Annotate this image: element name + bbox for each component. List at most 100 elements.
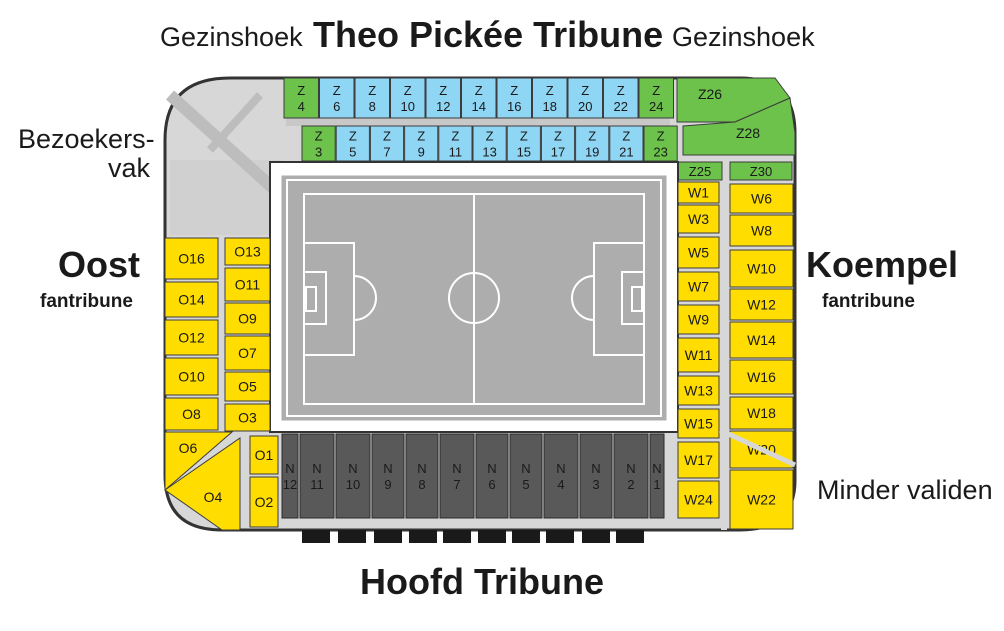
section-o2[interactable]: O2 [249, 476, 279, 528]
section-n8-prefix: N [417, 461, 426, 476]
bezoekersvak-label-line1: Bezoekers- [18, 124, 155, 154]
section-z24-number: 24 [649, 99, 663, 114]
section-z10[interactable]: Z10 [390, 77, 426, 119]
section-z3-block [301, 125, 336, 162]
section-n11[interactable]: N11 [299, 433, 335, 519]
section-w7[interactable]: W7 [677, 271, 720, 302]
section-w15[interactable]: W15 [677, 408, 720, 439]
section-o12[interactable]: O12 [164, 319, 219, 356]
section-o11[interactable]: O11 [224, 267, 271, 302]
section-n5[interactable]: N5 [509, 433, 543, 519]
section-z11[interactable]: Z11 [438, 125, 473, 162]
section-o10-block [164, 357, 219, 396]
section-w14[interactable]: W14 [729, 321, 794, 359]
section-z13[interactable]: Z13 [472, 125, 507, 162]
section-z30[interactable]: Z30 [729, 161, 793, 181]
section-n4[interactable]: N4 [543, 433, 579, 519]
section-w17[interactable]: W17 [677, 441, 720, 479]
section-w18[interactable]: W18 [729, 396, 794, 430]
section-z12[interactable]: Z12 [425, 77, 461, 119]
section-w6[interactable]: W6 [729, 183, 794, 214]
section-o10[interactable]: O10 [164, 357, 219, 396]
section-n5-prefix: N [521, 461, 530, 476]
section-o4-label: O4 [204, 489, 223, 505]
section-w13[interactable]: W13 [677, 375, 720, 406]
section-z17[interactable]: Z17 [540, 125, 576, 162]
section-w22[interactable]: W22 [729, 469, 794, 530]
section-o16-block [164, 237, 219, 280]
section-z20[interactable]: Z20 [567, 77, 603, 119]
section-z7[interactable]: Z7 [369, 125, 405, 162]
section-z15[interactable]: Z15 [506, 125, 541, 162]
section-n2[interactable]: N2 [613, 433, 649, 519]
section-n1[interactable]: N1 [649, 433, 665, 519]
section-z20-block [567, 77, 603, 119]
section-n3[interactable]: N3 [579, 433, 613, 519]
section-z15-number: 15 [517, 145, 531, 160]
section-n10-number: 10 [346, 477, 360, 492]
section-w1[interactable]: W1 [677, 181, 720, 204]
section-w11[interactable]: W11 [677, 337, 720, 373]
section-z5[interactable]: Z5 [335, 125, 370, 162]
section-z6[interactable]: Z6 [319, 77, 355, 119]
section-n12[interactable]: N12 [281, 433, 299, 519]
section-z19[interactable]: Z19 [575, 125, 610, 162]
section-n6-prefix: N [487, 461, 496, 476]
section-z7-prefix: Z [383, 129, 391, 144]
minder-validen-label: Minder validen [817, 475, 993, 505]
section-z14[interactable]: Z14 [461, 77, 497, 119]
section-w10[interactable]: W10 [729, 249, 794, 288]
section-o9[interactable]: O9 [224, 302, 271, 335]
section-w16[interactable]: W16 [729, 359, 794, 395]
section-z9[interactable]: Z9 [404, 125, 439, 162]
section-z14-block [461, 77, 497, 119]
section-z25[interactable]: Z25 [677, 161, 723, 181]
entrance-block-5 [443, 530, 471, 543]
section-n8-number: 8 [418, 477, 425, 492]
section-z18[interactable]: Z18 [532, 77, 568, 119]
section-o14[interactable]: O14 [164, 281, 219, 318]
section-o13[interactable]: O13 [224, 237, 271, 266]
pitch-arc-left [353, 275, 377, 321]
section-o7[interactable]: O7 [224, 335, 271, 371]
section-n8[interactable]: N8 [405, 433, 439, 519]
section-o16[interactable]: O16 [164, 237, 219, 280]
section-z3[interactable]: Z3 [301, 125, 336, 162]
section-n6[interactable]: N6 [475, 433, 509, 519]
section-w12[interactable]: W12 [729, 288, 794, 321]
section-w8[interactable]: W8 [729, 214, 794, 247]
section-w14-block [729, 321, 794, 359]
section-z24[interactable]: Z24 [638, 77, 674, 119]
section-o6-block [164, 431, 234, 492]
pitch-center-circle [448, 272, 500, 324]
section-z22[interactable]: Z22 [603, 77, 639, 119]
section-n6-block [475, 433, 509, 519]
section-w5[interactable]: W5 [677, 236, 720, 269]
section-o3[interactable]: O3 [224, 403, 271, 432]
section-w24[interactable]: W24 [677, 480, 720, 519]
section-w18-block [729, 396, 794, 430]
entrance-block-10 [616, 530, 644, 543]
section-z5-number: 5 [349, 145, 356, 160]
section-o2-label: O2 [255, 494, 274, 510]
section-z8[interactable]: Z8 [354, 77, 390, 119]
gezinshoek-right-label: Gezinshoek [672, 22, 815, 52]
section-n10[interactable]: N10 [335, 433, 371, 519]
section-n7[interactable]: N7 [439, 433, 475, 519]
section-w11-label: W11 [685, 347, 713, 363]
section-o14-label: O14 [178, 292, 205, 308]
section-z13-prefix: Z [486, 129, 494, 144]
section-z4[interactable]: Z4 [283, 77, 319, 119]
section-z16[interactable]: Z16 [496, 77, 532, 119]
section-n9[interactable]: N9 [371, 433, 405, 519]
section-o8[interactable]: O8 [164, 397, 219, 431]
section-w3[interactable]: W3 [677, 204, 720, 234]
section-z21[interactable]: Z21 [609, 125, 644, 162]
section-o1[interactable]: O1 [249, 435, 279, 475]
section-o1-label: O1 [255, 447, 274, 463]
section-z23[interactable]: Z23 [643, 125, 678, 162]
section-w9[interactable]: W9 [677, 304, 720, 335]
section-o5[interactable]: O5 [224, 371, 271, 402]
section-n12-block [281, 433, 299, 519]
section-z15-prefix: Z [520, 129, 528, 144]
